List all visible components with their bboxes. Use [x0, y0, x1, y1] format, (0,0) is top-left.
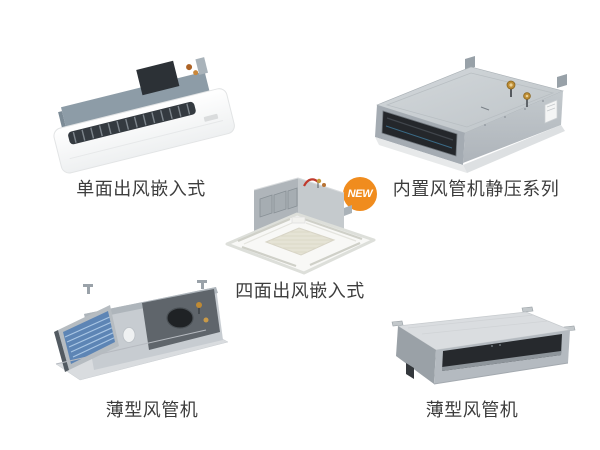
product-four-way-cassette[interactable]: [222, 168, 380, 280]
product-label-four-way-cassette: 四面出风嵌入式: [235, 281, 365, 301]
product-label-builtin-duct: 内置风管机静压系列: [392, 179, 560, 199]
product-slim-duct-right[interactable]: [372, 306, 578, 398]
slim-duct-left-image: [54, 280, 229, 381]
product-one-way-cassette[interactable]: [50, 57, 235, 174]
product-label-slim-duct-right: 薄型风管机: [425, 400, 519, 420]
one-way-cassette-image: [53, 57, 235, 174]
product-slim-duct-left[interactable]: [50, 280, 242, 390]
product-label-one-way-cassette: 单面出风嵌入式: [76, 179, 206, 199]
slim-duct-right-image: [391, 306, 576, 385]
four-way-cassette-image: [225, 177, 376, 275]
new-badge: NEW: [343, 177, 377, 211]
builtin-duct-image: [375, 56, 567, 173]
product-builtin-duct[interactable]: [363, 55, 577, 173]
product-label-slim-duct-left: 薄型风管机: [105, 400, 199, 420]
